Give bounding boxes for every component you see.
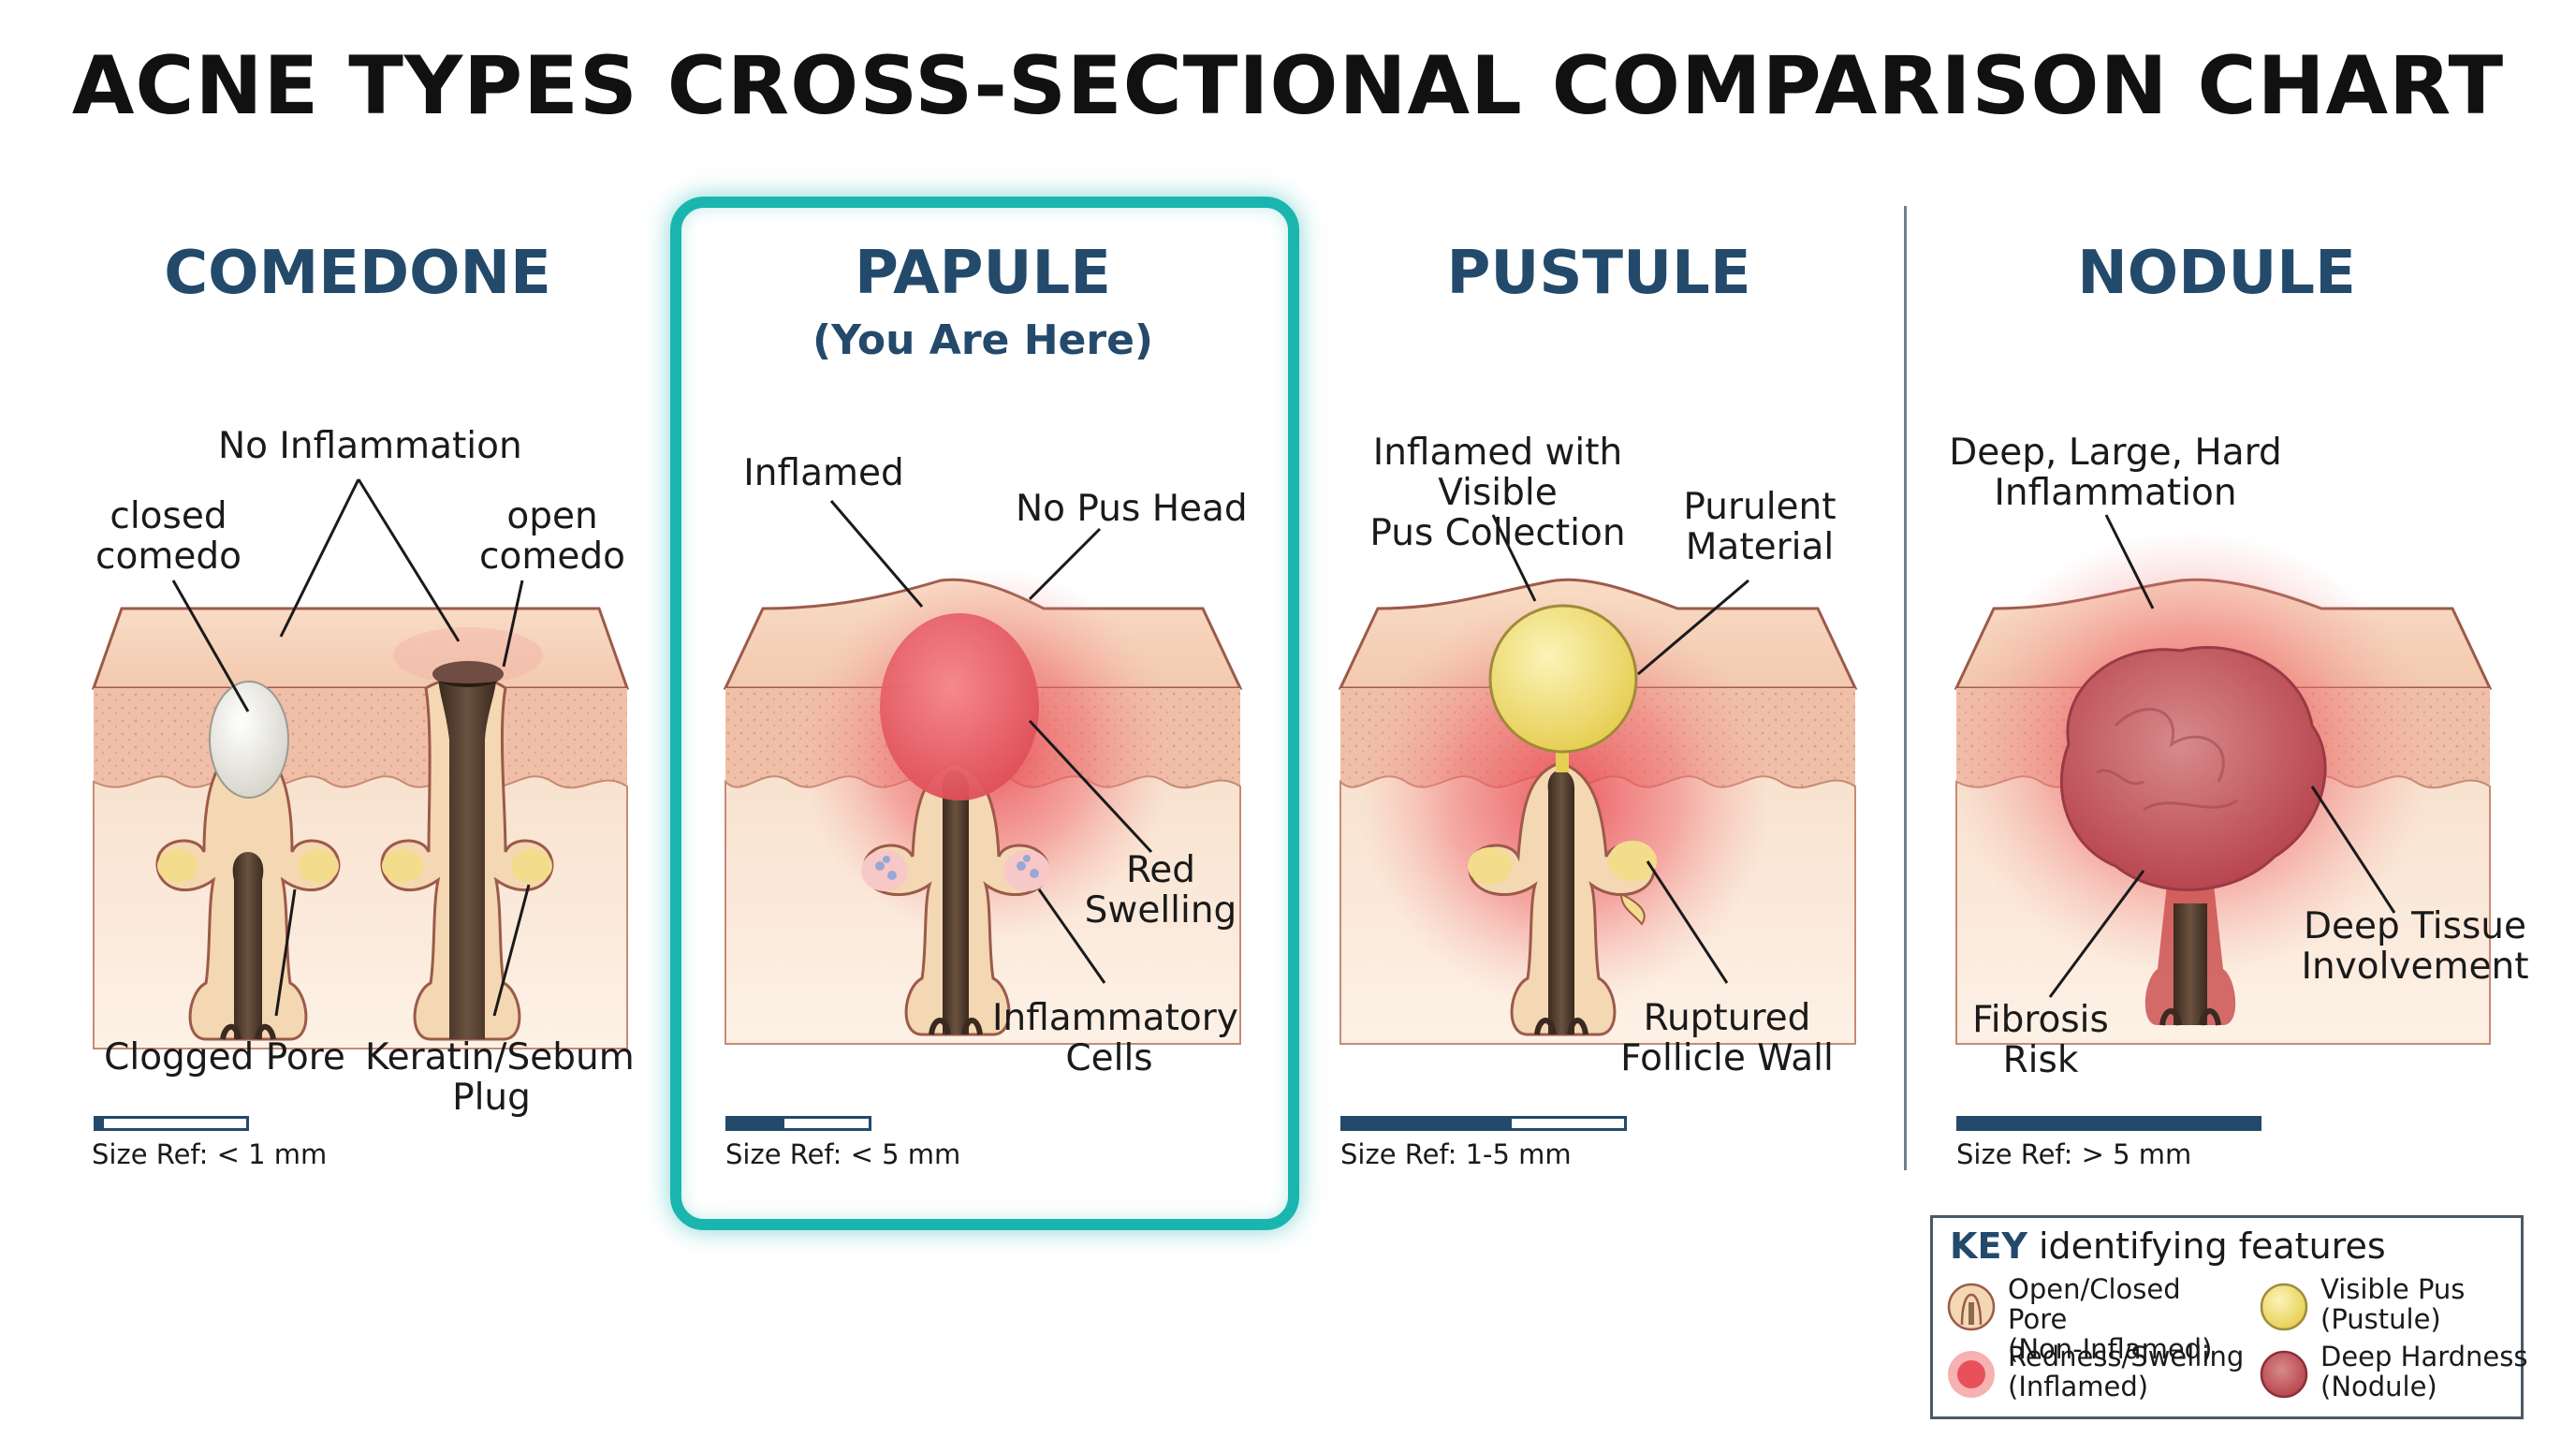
size-bar-nodule <box>1956 1116 2261 1131</box>
pore-icon <box>1947 1283 1996 1331</box>
comedone-cross-section <box>91 607 630 1049</box>
size-bar-comedone <box>94 1116 249 1131</box>
panel-title-pustule: PUSTULE <box>1446 239 1751 308</box>
label-open-comedo: open comedo <box>479 495 625 578</box>
size-bar-pustule <box>1340 1116 1627 1131</box>
label-no-inflammation: No Inflammation <box>218 425 522 467</box>
key-item-redness: Redness/Swelling (Inflamed) <box>1946 1342 2244 1407</box>
panel-title-comedone: COMEDONE <box>164 239 551 308</box>
hardness-icon <box>2260 1350 2308 1399</box>
label-keratin-sebum-plug: Keratin/Sebum Plug <box>365 1036 635 1119</box>
label-inflamed: Inflamed <box>743 452 904 494</box>
key-legend: KEY identifying features Open/Closed Por… <box>1930 1215 2527 1419</box>
panel-title-nodule: NODULE <box>2077 239 2356 308</box>
size-bar-papule <box>725 1116 871 1131</box>
label-deep-large-hard: Deep, Large, Hard Inflammation <box>1949 432 2282 514</box>
size-ref-pustule: Size Ref: 1-5 mm <box>1340 1138 1572 1170</box>
key-item-pus: Visible Pus (Pustule) <box>2259 1274 2549 1340</box>
key-text-redness: Redness/Swelling (Inflamed) <box>2008 1341 2245 1402</box>
pustule-cross-section <box>1338 578 1858 1045</box>
label-ruptured-follicle-wall: Ruptured Follicle Wall <box>1620 997 1834 1079</box>
size-ref-nodule: Size Ref: > 5 mm <box>1956 1138 2192 1170</box>
label-deep-tissue-involvement: Deep Tissue Involvement <box>2301 905 2529 988</box>
label-fibrosis-risk: Fibrosis Risk <box>1972 999 2109 1081</box>
nodule-cross-section <box>1947 529 2493 1045</box>
pus-icon <box>2260 1283 2308 1331</box>
label-closed-comedo: closed comedo <box>95 495 242 578</box>
redness-icon <box>1948 1351 1995 1398</box>
key-text-hardness: Deep Hardness (Nodule) <box>2320 1341 2528 1402</box>
key-text-pore: Open/Closed Pore (Non-Inflamed) <box>2008 1273 2213 1365</box>
key-item-pore: Open/Closed Pore (Non-Inflamed) <box>1946 1274 2236 1364</box>
size-ref-papule: Size Ref: < 5 mm <box>725 1138 961 1170</box>
panel-subtitle-papule: (You Are Here) <box>812 316 1154 364</box>
current-type-highlight <box>670 197 1299 1230</box>
key-text-pus: Visible Pus (Pustule) <box>2320 1273 2466 1335</box>
label-clogged-pore: Clogged Pore <box>104 1036 345 1078</box>
label-red-swelling: Red Swelling <box>1084 849 1237 932</box>
key-item-hardness: Deep Hardness (Nodule) <box>2259 1342 2549 1407</box>
label-inflamed-visible-pus: Inflamed with Visible Pus Collection <box>1369 432 1626 554</box>
label-inflammatory-cells: Inflammatory Cells <box>992 997 1238 1079</box>
label-no-pus-head: No Pus Head <box>1016 488 1248 530</box>
panel-title-papule: PAPULE <box>855 239 1111 308</box>
size-ref-comedone: Size Ref: < 1 mm <box>92 1138 328 1170</box>
label-purulent-material: Purulent Material <box>1683 486 1837 568</box>
key-heading: KEY identifying features <box>1950 1225 2386 1267</box>
panel-divider <box>1904 206 1907 1170</box>
chart-title: ACNE TYPES CROSS-SECTIONAL COMPARISON CH… <box>71 39 2505 133</box>
papule-cross-section <box>723 566 1243 1045</box>
